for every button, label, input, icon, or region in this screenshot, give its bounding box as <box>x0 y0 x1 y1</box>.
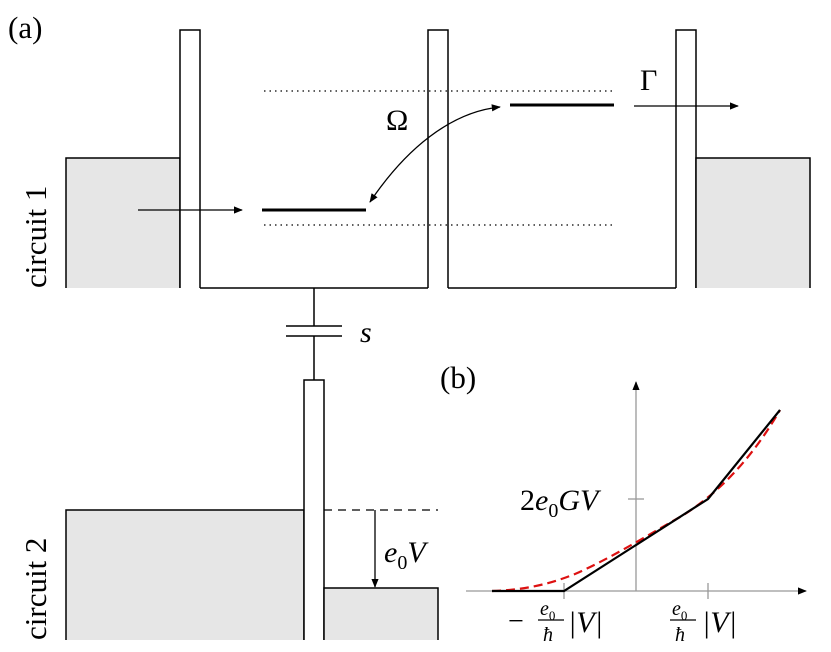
panel-a-label: (a) <box>8 10 42 45</box>
omega-label: Ω <box>386 104 408 137</box>
svg-text:−: − <box>508 606 524 637</box>
panel-b-label: (b) <box>440 360 476 395</box>
dashed-red-curve <box>491 409 781 593</box>
ytick-label: 2e0GV <box>520 484 602 522</box>
svg-text:ħ: ħ <box>675 624 685 646</box>
barrier-3 <box>675 29 697 288</box>
circuit2-barrier <box>303 379 325 640</box>
gamma-label: Γ <box>640 64 657 97</box>
circuit2-left-reservoir <box>65 509 305 640</box>
svg-text:ħ: ħ <box>543 624 553 646</box>
capacitor-label: s <box>360 316 372 349</box>
svg-text:|V|: |V| <box>568 606 603 639</box>
circuit1-label: circuit 1 <box>18 186 53 288</box>
left-reservoir <box>65 157 181 288</box>
circuit2-label: circuit 2 <box>18 538 53 640</box>
svg-text:e0: e0 <box>672 598 687 623</box>
svg-text:e0: e0 <box>540 598 555 623</box>
xtick-neg-label: − e0 ħ |V| <box>508 598 603 646</box>
barrier-1 <box>179 29 201 288</box>
right-reservoir <box>695 157 811 288</box>
piecewise-linear-curve <box>492 409 781 593</box>
xtick-pos-label: e0 ħ |V| <box>670 598 737 646</box>
barrier-2 <box>427 29 449 288</box>
circuit2-right-reservoir <box>323 587 439 640</box>
omega-coupling-arrow <box>369 104 501 203</box>
svg-text:|V|: |V| <box>702 606 737 639</box>
bias-label: e0V <box>384 536 429 574</box>
